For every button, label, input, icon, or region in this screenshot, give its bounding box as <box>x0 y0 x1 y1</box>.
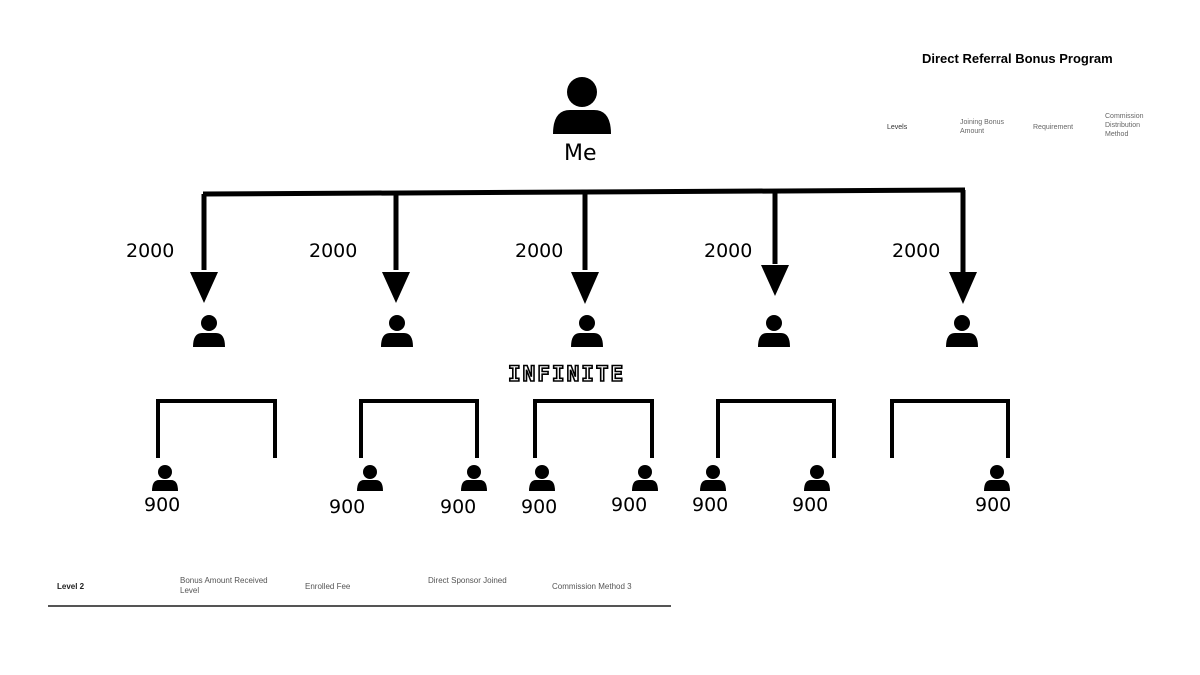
header-levels: Levels <box>887 124 908 131</box>
arrowhead-icon <box>761 265 789 296</box>
header-commission-method: Commission Distribution Method <box>1105 113 1144 138</box>
bottom-cell-level: Level 2 <box>57 582 85 591</box>
level2-person-icon <box>461 465 487 491</box>
level2-amount: 900 <box>792 494 829 516</box>
infinite-label: INFINITE <box>507 361 626 387</box>
level1-amount: 2000 <box>892 240 941 262</box>
level1-amount: 2000 <box>704 240 753 262</box>
root-person-icon <box>553 77 611 134</box>
level2-person-icon <box>700 465 726 491</box>
arrowhead-icon <box>571 272 599 304</box>
level2-person-icon <box>984 465 1010 491</box>
level1-amount: 2000 <box>515 240 564 262</box>
level2-amount: 900 <box>692 494 729 516</box>
bottom-cell-bonus: Bonus Amount Received Level <box>180 576 268 595</box>
level1-amount: 2000 <box>309 240 358 262</box>
header-joining-bonus: Joining Bonus Amount <box>960 119 1004 135</box>
level2-amount: 900 <box>144 494 181 516</box>
level1-amount: 2000 <box>126 240 175 262</box>
arrowhead-icon <box>190 272 218 303</box>
level2-person-icon <box>529 465 555 491</box>
level2-amount: 900 <box>329 496 366 518</box>
program-title: Direct Referral Bonus Program <box>922 51 1113 66</box>
level2-amount: 900 <box>975 494 1012 516</box>
arrowhead-icon <box>382 272 410 303</box>
level1-person-icon <box>571 315 603 347</box>
level1-person-icon <box>758 315 790 347</box>
level1-connectors <box>201 187 966 272</box>
level2-person-icon <box>357 465 383 491</box>
level1-person-icon <box>381 315 413 347</box>
header-requirement: Requirement <box>1033 124 1074 131</box>
level1-person-icon <box>946 315 978 347</box>
level2-amount: 900 <box>521 496 558 518</box>
level2-brackets <box>156 399 1010 458</box>
level2-amount: 900 <box>611 494 648 516</box>
level1-person-icon <box>193 315 225 347</box>
root-label: Me <box>564 141 597 166</box>
level2-person-icon <box>152 465 178 491</box>
bottom-divider <box>48 605 671 607</box>
bottom-cell-method: Commission Method 3 <box>552 582 632 591</box>
level2-person-icon <box>632 465 658 491</box>
bottom-cell-sponsor: Direct Sponsor Joined <box>428 576 507 585</box>
level1-arrowheads <box>190 265 977 304</box>
arrowhead-icon <box>949 272 977 304</box>
level2-amount: 900 <box>440 496 477 518</box>
level2-person-icon <box>804 465 830 491</box>
bottom-cell-fee: Enrolled Fee <box>305 582 351 591</box>
